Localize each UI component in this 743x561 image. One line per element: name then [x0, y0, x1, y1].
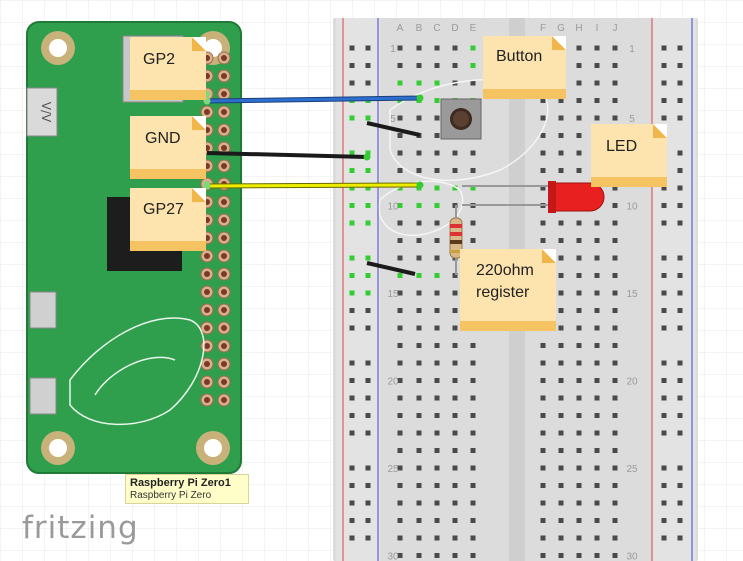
breadboard-row-number: 30 [387, 552, 399, 561]
breadboard-column-letter: B [416, 23, 423, 34]
breadboard-column-letter: G [557, 23, 565, 34]
breadboard-row-number: 20 [387, 377, 399, 388]
breadboard-column-letter: C [433, 23, 440, 34]
wires [203, 94, 424, 276]
resistor-label-line1: 220ohm [476, 262, 534, 279]
breadboard-column-letter: D [451, 23, 458, 34]
breadboard-column-letter: H [575, 23, 582, 34]
wire-black-short-bottom [366, 261, 416, 276]
pi-part-title: Raspberry Pi Zero1 [130, 477, 231, 489]
button-label: Button [496, 48, 543, 65]
breadboard-row-number: 1 [629, 44, 635, 55]
led-note [591, 124, 667, 187]
breadboard-row-number: 10 [626, 202, 638, 213]
push-button [440, 98, 482, 140]
breadboard-column-letter: J [613, 23, 618, 34]
breadboard-row-number: 1 [390, 44, 396, 55]
resistor [449, 205, 463, 275]
svg-text:V/V: V/V [39, 102, 53, 123]
wire-black-short-top [366, 121, 421, 137]
breadboard-row-number: 25 [387, 464, 399, 475]
gp27-note [130, 188, 206, 251]
breadboard-row-number: 5 [629, 114, 635, 125]
gp2-label: GP2 [143, 51, 176, 68]
gp27-label: GP27 [143, 201, 184, 218]
breadboard-column-letter: I [596, 23, 599, 34]
fritzing-logo: fritzing [22, 510, 139, 546]
gnd-label: GND [145, 130, 181, 147]
led [462, 181, 605, 213]
gnd-note [130, 116, 206, 179]
breadboard-column-letter: A [397, 23, 404, 34]
breadboard-row-number: 15 [626, 289, 638, 300]
breadboard-row-number: 15 [387, 289, 399, 300]
breadboard-row-number: 10 [387, 202, 399, 213]
resistor-note [460, 249, 556, 331]
pi-part-label: Raspberry Pi Zero1 Raspberry Pi Zero [125, 474, 249, 504]
breadboard-column-letter: E [470, 23, 477, 34]
breadboard-column-letter: F [540, 23, 546, 34]
pi-part-subtitle: Raspberry Pi Zero [130, 490, 212, 501]
breadboard-row-number: 30 [626, 552, 638, 561]
breadboard-row-number: 20 [626, 377, 638, 388]
led-label: LED [606, 138, 638, 155]
button-note [483, 36, 566, 99]
breadboard-row-number: 25 [626, 464, 638, 475]
wire-black-gnd [206, 151, 368, 159]
breadboard-row-number: 5 [390, 114, 396, 125]
resistor-label-line2: register [476, 284, 530, 301]
gp2-note [130, 37, 206, 100]
